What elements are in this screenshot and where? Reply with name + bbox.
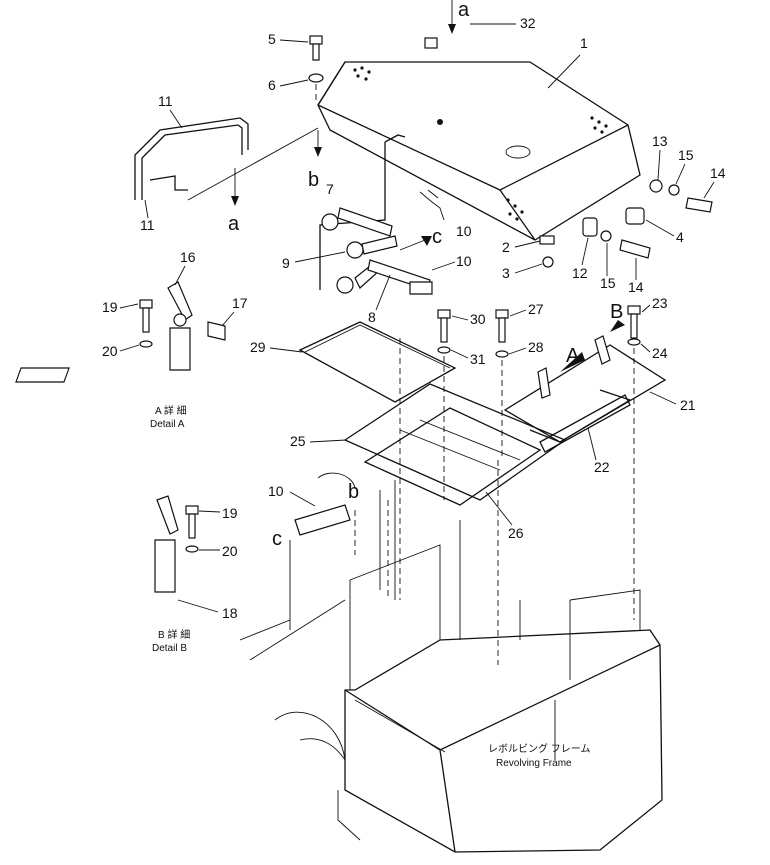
- label-10-c: 10: [268, 483, 284, 499]
- ref-b-upper: b: [308, 169, 319, 191]
- caption-detail-b-jp: B 詳 細: [158, 628, 190, 641]
- ref-c-lower: c: [272, 528, 282, 550]
- ref-c-upper: c: [432, 226, 442, 248]
- floor-plate-25: [343, 383, 567, 501]
- label-12: 12: [572, 265, 588, 281]
- cover-plate-29: [298, 321, 457, 403]
- caption-detail-a-en: Detail A: [150, 419, 185, 430]
- ref-A: A: [566, 345, 580, 367]
- label-16: 16: [180, 249, 196, 265]
- bolt-14a: [685, 197, 713, 213]
- label-5: 5: [268, 31, 276, 47]
- bolts-27-28-30-31: [437, 305, 641, 358]
- handle-11: [134, 117, 249, 200]
- bolt-5-washer-6: [308, 35, 324, 104]
- frame-26: [363, 407, 542, 506]
- label-7: 7: [326, 181, 334, 197]
- ref-b-lower: b: [348, 481, 359, 503]
- label-11-top: 11: [158, 93, 173, 109]
- label-17: 17: [232, 295, 248, 311]
- captions: A 詳 細 Detail A B 詳 細 Detail B レボルビング フレー…: [150, 404, 590, 769]
- rod-7: [337, 207, 393, 237]
- washer-15b: [600, 230, 612, 242]
- label-27: 27: [528, 301, 544, 317]
- detail-a-illustration: [15, 281, 226, 383]
- label-19-upper: 19: [102, 299, 118, 315]
- label-25: 25: [290, 433, 306, 449]
- label-31: 31: [470, 351, 486, 367]
- caption-detail-a-jp: A 詳 細: [155, 404, 187, 417]
- label-24: 24: [652, 345, 668, 361]
- label-14-lower: 14: [628, 279, 644, 295]
- label-18: 18: [222, 605, 238, 621]
- ref-a-top: a: [458, 0, 470, 21]
- label-11-bottom: 11: [140, 217, 155, 233]
- label-10-b: 10: [456, 253, 472, 269]
- label-20-lower: 20: [222, 543, 238, 559]
- label-3: 3: [502, 265, 510, 281]
- washer-15a: [668, 184, 680, 196]
- stay-rod-group: [319, 134, 456, 295]
- ref-B: B: [610, 301, 623, 323]
- ref-a-left: a: [228, 213, 240, 235]
- part-number-labels: 5 6 11 11 32 1 7 9 10 10 8 2 3 12 15 14 …: [102, 15, 726, 621]
- label-26: 26: [508, 525, 524, 541]
- cover-vent-holes: [353, 66, 608, 221]
- label-1: 1: [580, 35, 588, 51]
- latch-part-12: [582, 217, 598, 237]
- label-15-lower: 15: [600, 275, 616, 291]
- label-28: 28: [528, 339, 544, 355]
- caption-frame-en: Revolving Frame: [496, 758, 572, 769]
- label-29: 29: [250, 339, 266, 355]
- latch-group-right: [539, 179, 713, 268]
- label-23: 23: [652, 295, 668, 311]
- reference-letters: a a b b c c A B: [228, 0, 623, 550]
- leader-a-left: [187, 127, 319, 201]
- label-21: 21: [680, 397, 696, 413]
- label-30: 30: [470, 311, 486, 327]
- label-22: 22: [594, 459, 610, 475]
- detail-b-illustration: [154, 495, 199, 593]
- label-15-upper: 15: [678, 147, 694, 163]
- bolt-14b: [619, 239, 651, 259]
- label-8: 8: [368, 309, 376, 325]
- bracket-2: [539, 235, 555, 245]
- cover-latch-32: [424, 37, 438, 49]
- bracket-13: [649, 179, 663, 193]
- label-32: 32: [520, 15, 536, 31]
- label-2: 2: [502, 239, 510, 255]
- plate-21: [503, 344, 667, 443]
- striker-4: [625, 207, 645, 225]
- revolving-frame: [239, 480, 663, 853]
- label-9: 9: [282, 255, 290, 271]
- caption-detail-b-en: Detail B: [152, 643, 187, 654]
- label-14-upper: 14: [710, 165, 726, 181]
- top-cover: [317, 37, 641, 241]
- label-19-lower: 19: [222, 505, 238, 521]
- label-13: 13: [652, 133, 668, 149]
- screw-3: [542, 256, 554, 268]
- label-6: 6: [268, 77, 276, 93]
- bushing-17: [207, 321, 226, 341]
- label-10-a: 10: [456, 223, 472, 239]
- plate-22: [539, 394, 631, 453]
- label-20-upper: 20: [102, 343, 118, 359]
- label-4: 4: [676, 229, 684, 245]
- caption-frame-jp: レボルビング フレーム: [488, 742, 590, 755]
